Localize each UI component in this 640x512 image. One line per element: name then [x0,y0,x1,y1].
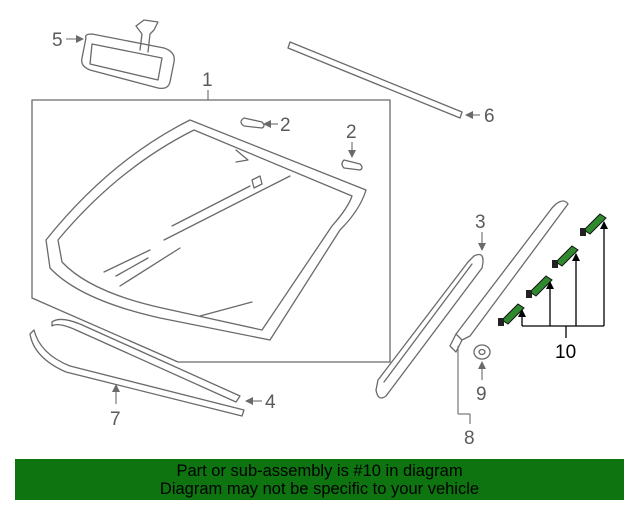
lower-moulding-4 [51,318,241,403]
callout-3: 3 [475,212,486,233]
grommet-9 [473,344,491,360]
windshield-box [31,99,391,363]
callout-10: 10 [555,342,576,363]
clip-part-2b [341,159,363,171]
lower-moulding-7 [29,329,245,417]
rear-view-mirror [81,19,175,90]
windshield-glass [45,119,367,341]
highlighted-clips-10 [498,213,607,326]
callout-7: 7 [110,409,121,430]
footer-line-1: Part or sub-assembly is #10 in diagram [176,461,463,480]
leader-10 [518,221,608,338]
callout-1: 1 [202,70,213,91]
clip-10-2 [526,275,553,298]
footer-banner: Part or sub-assembly is #10 in diagram D… [15,459,624,500]
pillar-moulding-3 [375,253,484,399]
callout-2b: 2 [346,122,357,143]
callout-6: 6 [484,106,495,127]
clip-10-1 [498,303,525,326]
clip-10-3 [552,245,579,268]
footer-line-2: Diagram may not be specific to your vehi… [159,479,480,498]
callout-4: 4 [265,392,276,413]
top-moulding [287,41,463,119]
callout-5: 5 [52,30,63,51]
clip-part-2a [240,117,265,129]
clip-10-4 [580,213,607,236]
parts-diagram: 5 6 1 2 2 4 7 [29,19,608,449]
callout-8: 8 [464,428,475,449]
callout-9: 9 [476,384,487,405]
pillar-strip [449,200,569,353]
callout-2a: 2 [280,115,291,136]
